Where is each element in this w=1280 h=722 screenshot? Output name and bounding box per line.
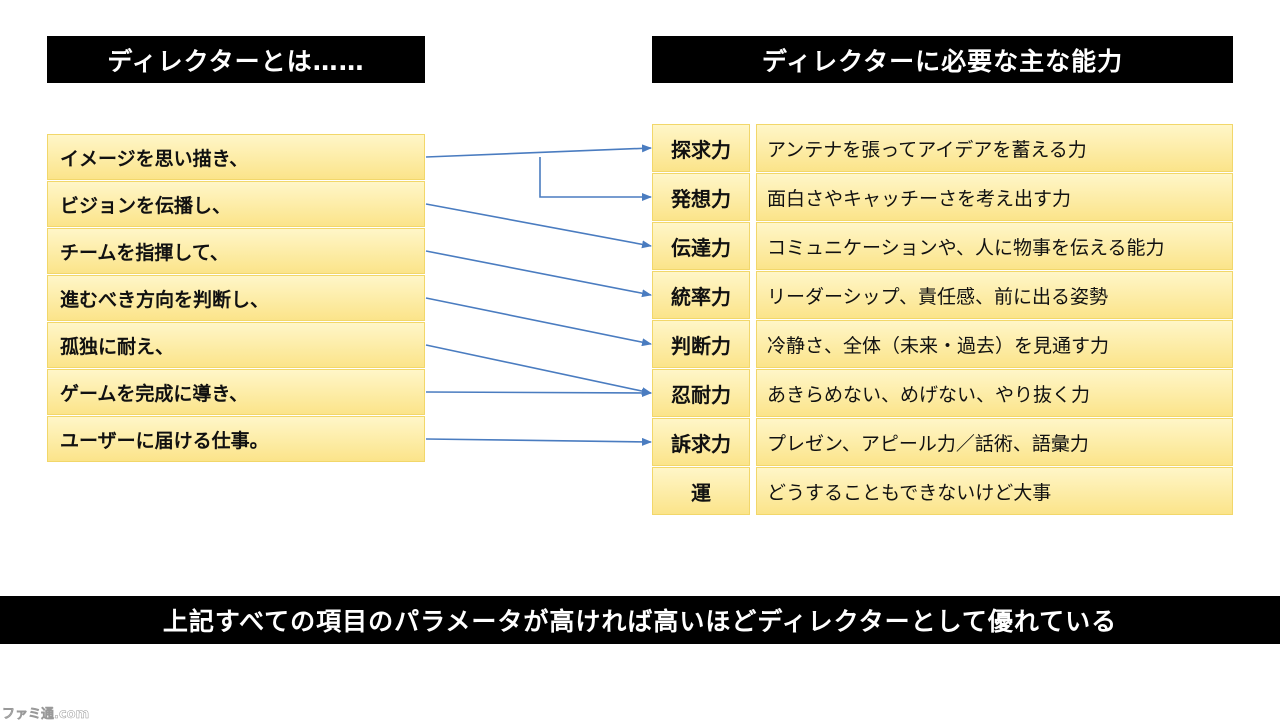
ability-name: 探求力: [652, 124, 750, 172]
definition-item: ゲームを完成に導き、: [47, 369, 425, 415]
ability-description: あきらめない、めげない、やり抜く力: [756, 369, 1233, 417]
connector-arrow: [425, 144, 652, 158]
definition-item: ビジョンを伝播し、: [47, 181, 425, 227]
ability-name: 忍耐力: [652, 369, 750, 417]
definition-item: チームを指揮して、: [47, 228, 425, 274]
ability-name: 伝達力: [652, 222, 750, 270]
connector-arrow: [425, 297, 652, 347]
ability-description: 面白さやキャッチーさを考え出す力: [756, 173, 1233, 221]
ability-description: リーダーシップ、責任感、前に出る姿勢: [756, 271, 1233, 319]
ability-name: 訴求力: [652, 418, 750, 466]
left-heading: ディレクターとは……: [47, 36, 425, 83]
definition-item: イメージを思い描き、: [47, 134, 425, 180]
definition-item: ユーザーに届ける仕事。: [47, 416, 425, 462]
site-watermark: ファミ通.com: [2, 707, 90, 722]
ability-description: 冷静さ、全体（未来・過去）を見通す力: [756, 320, 1233, 368]
conclusion-banner: 上記すべての項目のパラメータが高ければ高いほどディレクターとして優れている: [0, 596, 1280, 644]
ability-name: 判断力: [652, 320, 750, 368]
connector-arrow: [425, 344, 652, 396]
definition-item: 進むべき方向を判断し、: [47, 275, 425, 321]
connector-arrow: [425, 250, 652, 298]
ability-description: アンテナを張ってアイデアを蓄える力: [756, 124, 1233, 172]
ability-description: コミュニケーションや、人に物事を伝える能力: [756, 222, 1233, 270]
ability-name: 運: [652, 467, 750, 515]
right-heading: ディレクターに必要な主な能力: [652, 36, 1233, 83]
ability-name: 統率力: [652, 271, 750, 319]
connector-arrow: [539, 157, 652, 201]
ability-name: 発想力: [652, 173, 750, 221]
connector-arrow: [425, 388, 652, 397]
ability-description: どうすることもできないけど大事: [756, 467, 1233, 515]
connector-arrow: [425, 203, 652, 249]
ability-description: プレゼン、アピール力／話術、語彙力: [756, 418, 1233, 466]
connector-arrow: [425, 437, 652, 446]
definition-item: 孤独に耐え、: [47, 322, 425, 368]
